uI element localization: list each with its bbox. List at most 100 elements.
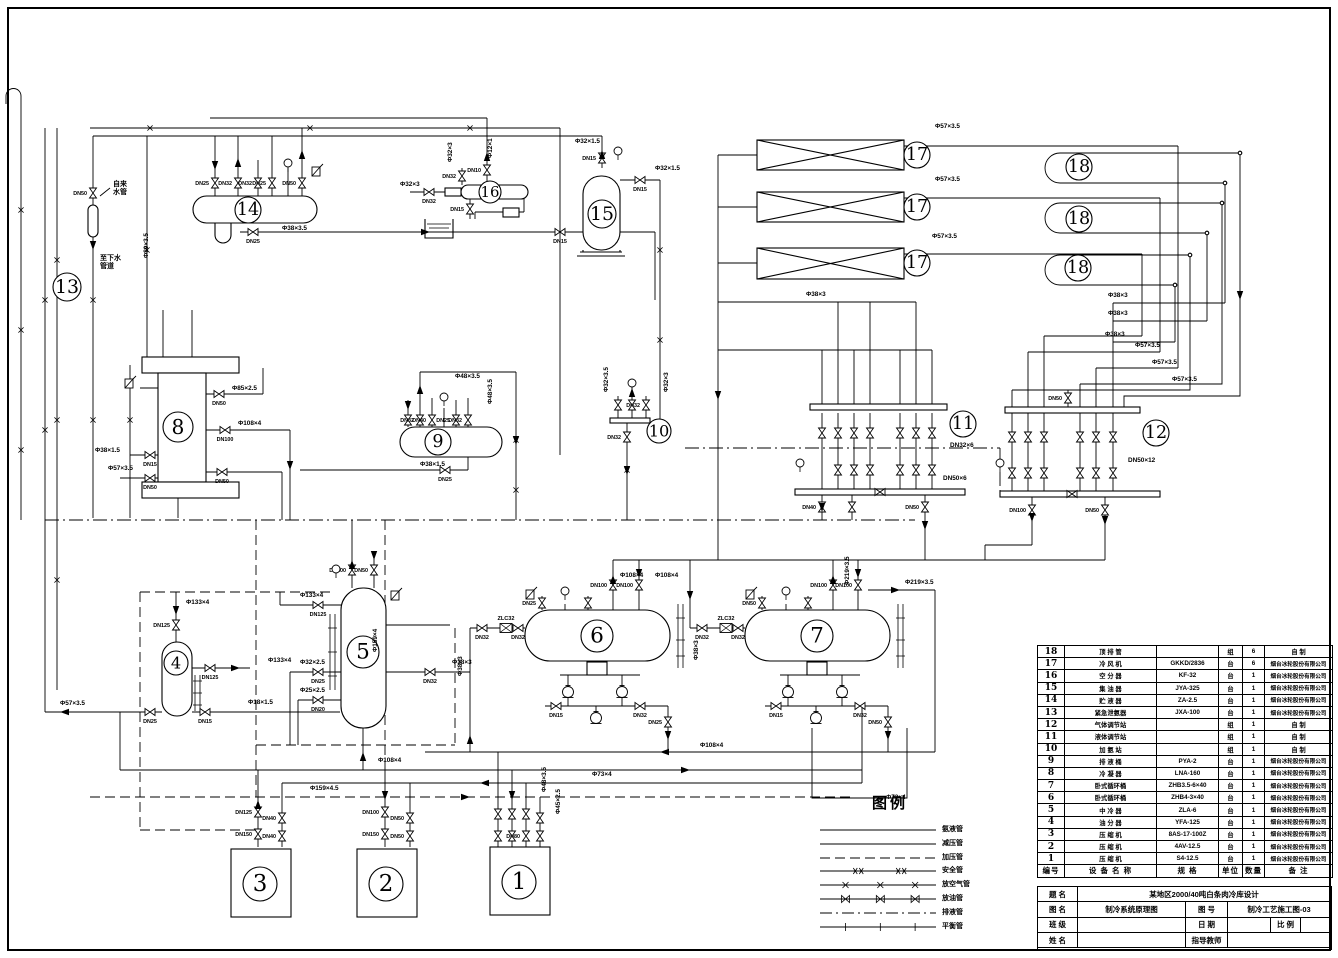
equipment-no: 3 [1037,827,1065,842]
equipment-cell: 压 缩 机 [1064,852,1157,866]
valve-label: DN15 [553,239,567,245]
pipe-label: Φ48×3.5 [487,379,494,404]
equipment-tag: 15 [587,199,617,229]
title-block-field-project: 题 名 [1038,887,1078,903]
pipe-label: Φ57×3.5 [932,233,957,240]
svg-text:2: 2 [379,871,394,897]
valve-icon [732,624,744,632]
relief-valve-icon [390,587,403,601]
valve-icon [1064,392,1072,404]
valve-icon [642,399,650,411]
equipment-cell: 1 [1242,803,1265,817]
valve-icon [770,702,782,710]
equipment-tag: 6 [580,619,614,653]
valve-label: DN50 [390,834,404,840]
valve-icon [850,427,858,439]
coil-end-nodes [1172,150,1243,288]
valve-icon [850,464,858,476]
title-block-drawing-name: 制冷系统原理图 [1078,902,1186,918]
valve-icon [1076,467,1084,479]
pipe-x-mark [127,417,133,423]
valve-icon [866,464,874,476]
equipment-cell: 台 [1218,827,1243,842]
relief-valve-icon [124,375,137,389]
valve-label: DN40 [802,505,816,511]
legend-item: 放油管 [820,892,963,904]
receiver-14-drain [214,223,232,244]
flow-arrow-icon [298,150,306,159]
equipment-tag: 17 [903,249,931,277]
flow-arrow-icon [829,575,837,584]
valve-icon [1092,467,1100,479]
pipe-label: Φ89×3.5 [143,233,150,258]
flow-arrow-icon [1028,513,1036,522]
pump-icon [616,685,628,698]
valve-icon [1024,431,1032,443]
valve-icon [1040,467,1048,479]
equipment-cell: 烟台冰轮股份有限公司 [1264,754,1333,768]
valve-icon [278,830,286,842]
pipe-label: Φ38×3 [693,640,700,660]
valve-label: DN50 [143,485,157,491]
pipe-label: Φ38×3 [1108,292,1128,299]
equipment-cell: 集 油 器 [1064,681,1157,695]
valve-label: DN125 [235,810,252,816]
pressure-gauge-icon [439,392,449,407]
valve-label: DN32 [607,435,621,441]
valve-label: DN150 [235,832,252,838]
valve-label: DN25 [522,601,536,607]
equipment-tag: 2 [368,866,404,902]
equipment-cell: 烟台冰轮股份有限公司 [1264,815,1333,829]
valve-icon [834,464,842,476]
valve-label: DN15 [633,187,647,193]
valve-icon [144,474,156,482]
valve-label: DN125 [202,675,219,681]
svg-text:17: 17 [906,253,928,273]
valve-label: DN40 [412,418,426,424]
equipment-no: 16 [1037,669,1065,683]
legend-item: 减压管 [820,837,963,849]
pipe-x-mark [657,247,663,253]
pipe-label: Φ38×3.5 [282,225,307,232]
pipe-label: Φ32×3 [447,142,454,162]
equipment-tag: 10 [646,418,672,444]
equipment-tag: 9 [424,428,452,456]
relief-valve-icon [311,163,324,177]
emergency-vent-13-device [87,204,520,238]
valve-label: DN15 [450,207,464,213]
svg-text:3: 3 [253,871,268,897]
valve-label: DN40 [262,816,276,822]
pipe-label: Φ57×3.5 [1152,359,1177,366]
equipment-cell: ZHB3.5-6×40 [1156,779,1219,793]
equipment-tag: 11 [949,410,977,438]
equipment-cell: 排 液 桶 [1064,754,1157,768]
valve-icon [623,431,631,443]
valve-label: DN32 [448,418,462,424]
equipment-cell: 台 [1218,779,1243,793]
equipment-cell: 烟台冰轮股份有限公司 [1264,779,1333,793]
pipe-label: DN32×6 [950,442,974,449]
valve-icon [89,187,97,199]
valve-label: DN32 [423,679,437,685]
valve-label: DN125 [310,612,327,618]
equipment-cell: 台 [1218,669,1243,683]
legend-line-sample [820,843,936,845]
valve-icon [536,812,544,824]
valve-icon [312,696,324,704]
valve-label: DN50 [73,191,87,197]
legend-item: 氨液管 [820,823,963,835]
pipe-label: Φ57×3.5 [935,176,960,183]
valve-icon [312,601,324,609]
pump-icon [836,685,848,698]
pressure-gauge-icon [283,158,293,173]
equipment-cell: 烟台冰轮股份有限公司 [1264,791,1333,805]
equipment-cell: 烟台冰轮股份有限公司 [1264,827,1333,842]
valve-icon [428,414,436,426]
valve-icon [818,427,826,439]
pipe-x-mark [467,125,473,131]
valve-label: DN125 [153,623,170,629]
